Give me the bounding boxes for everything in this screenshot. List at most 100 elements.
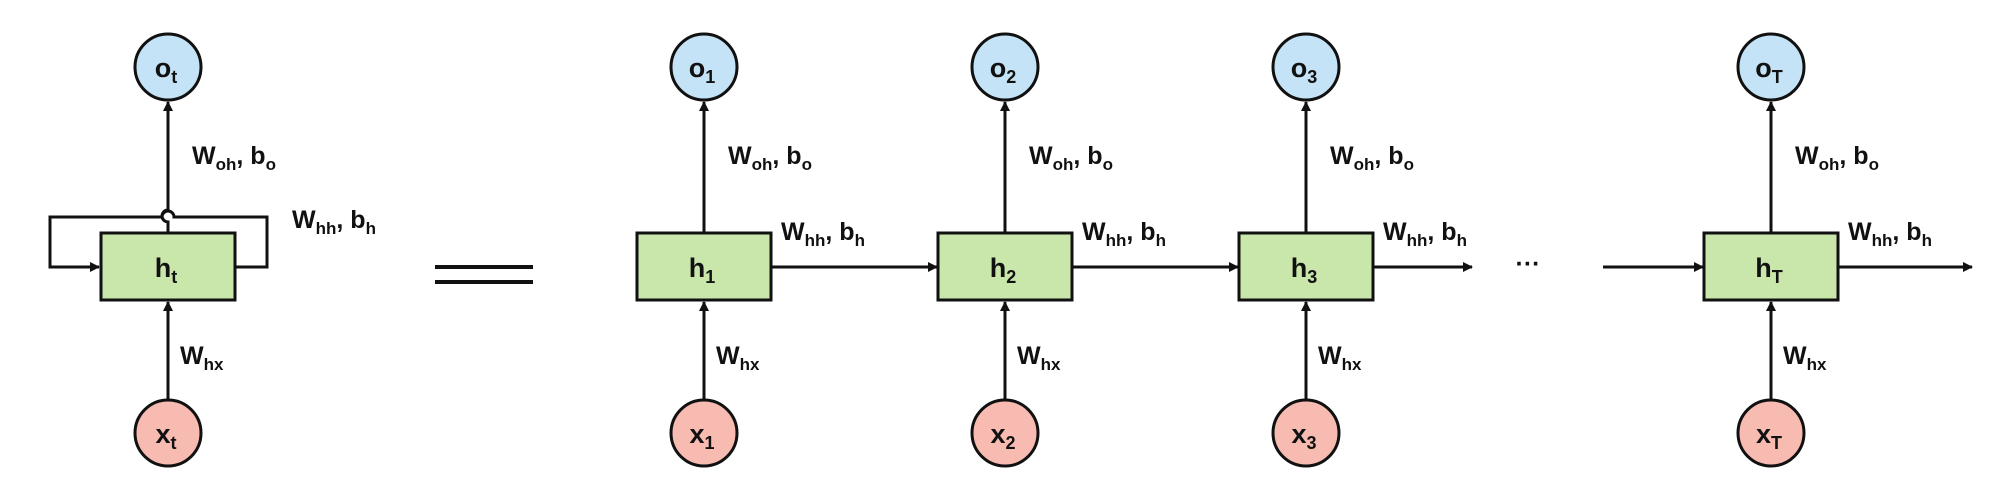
step-T-output-weight-label-a-sub: oh	[1819, 155, 1840, 174]
step-2-output-weight-label-a: W	[1029, 142, 1053, 170]
step-T-recurrent-weight-label-b: b	[1906, 218, 1921, 246]
step-T-output-label-base: o	[1755, 53, 1772, 83]
folded-recurrent-weight-label-sep: ,	[336, 206, 350, 234]
step-2-output-weight-label-a-sub: oh	[1053, 155, 1074, 174]
step-1-input-label-sub: 1	[705, 433, 715, 453]
step-T-recurrent-weight-label: Whh, bh	[1848, 218, 1932, 250]
step-3-recurrent-weight-label: Whh, bh	[1383, 218, 1467, 250]
folded-recurrent-weight-label-b-sub: h	[366, 219, 376, 238]
step-3-hidden-label-sub: 3	[1307, 267, 1317, 287]
folded-input-weight-label-a: W	[180, 342, 204, 370]
folded-output-node	[133, 32, 203, 102]
step-T-hidden-node	[1702, 231, 1840, 302]
step-T-output-weight-label-sep: ,	[1839, 142, 1853, 170]
step-2-recurrent-weight-label-b: b	[1140, 218, 1155, 246]
step-3-hidden-node	[1237, 231, 1375, 302]
step-3-output-weight-label-b-sub: o	[1404, 155, 1414, 174]
step-T-hidden-label-base: h	[1755, 253, 1772, 283]
folded-output-weight-label-a: W	[192, 142, 216, 170]
step-3-input-label-base: x	[1291, 419, 1306, 449]
folded-recurrent-weight-label-a-sub: hh	[316, 219, 337, 238]
recurrent-loop-arrow	[48, 209, 269, 272]
step-3-output-node	[1271, 32, 1341, 102]
step-T-recurrent-weight-label-sep: ,	[1892, 218, 1906, 246]
folded-output-label-base: o	[155, 53, 172, 83]
folded-hidden-label: ht	[155, 253, 178, 287]
folded-recurrent-weight-label-b: b	[350, 206, 365, 234]
step-3-output-weight-label-a: W	[1330, 142, 1354, 170]
step-2-input-weight-label: Whx	[1017, 342, 1061, 374]
step-2-output-label-base: o	[990, 53, 1007, 83]
step-3-input-label-sub: 3	[1307, 433, 1317, 453]
step-2-output-node	[970, 32, 1040, 102]
step-2-input-label-sub: 2	[1006, 433, 1016, 453]
step-3-recurrent-weight-label-b-sub: h	[1457, 231, 1467, 250]
step-1-output-label-base: o	[689, 53, 706, 83]
step-T-output-node	[1736, 32, 1806, 102]
step-3-output-weight-label: Woh, bo	[1330, 142, 1414, 174]
step-3-output-label: o3	[1291, 53, 1318, 87]
step-3-recurrent-weight-label-a-sub: hh	[1407, 231, 1428, 250]
step-1-input-label-base: x	[689, 419, 704, 449]
step-2-recurrent-weight-label-a: W	[1082, 218, 1106, 246]
step-T-recurrent-weight-label-b-sub: h	[1922, 231, 1932, 250]
step-1-output-weight-label-b: b	[786, 142, 801, 170]
step-3-hidden-label-base: h	[1291, 253, 1308, 283]
step-T-input-label: xT	[1756, 419, 1782, 453]
step-2-output-weight-label-b: b	[1087, 142, 1102, 170]
step-T-output-weight-label: Woh, bo	[1795, 142, 1879, 174]
step-1-input-weight-label: Whx	[716, 342, 760, 374]
step-1-hidden-label-sub: 1	[705, 267, 715, 287]
step-1-input-weight-label-a-sub: hx	[740, 355, 760, 374]
step-T-input-weight-label-a: W	[1783, 342, 1807, 370]
step-2-recurrent-weight-label-a-sub: hh	[1106, 231, 1127, 250]
step-2-recurrent-weight-label-sep: ,	[1126, 218, 1140, 246]
folded-output-weight-label-sep: ,	[236, 142, 250, 170]
step-T-recurrent-weight-label-a: W	[1848, 218, 1872, 246]
step-3-output-weight-label-a-sub: oh	[1354, 155, 1375, 174]
folded-recurrent-weight-label: Whh, bh	[292, 206, 376, 238]
folded-output-weight-label-b-sub: o	[266, 155, 276, 174]
folded-input-label-sub: t	[171, 433, 177, 453]
step-1-input-label: x1	[689, 419, 714, 453]
step-2-output-weight-label: Woh, bo	[1029, 142, 1113, 174]
step-3-output-weight-label-b: b	[1388, 142, 1403, 170]
step-T-output-label-sub: T	[1772, 67, 1783, 87]
step-1-output-node	[669, 32, 739, 102]
step-3-recurrent-weight-label-a: W	[1383, 218, 1407, 246]
step-T-hidden-label-sub: T	[1772, 267, 1783, 287]
folded-output-weight-label-b: b	[250, 142, 265, 170]
step-3-input-weight-label-a-sub: hx	[1342, 355, 1362, 374]
folded-output-weight-label: Woh, bo	[192, 142, 276, 174]
step-1-output-label: o1	[689, 53, 716, 87]
step-T-output-weight-label-a: W	[1795, 142, 1819, 170]
step-3-input-label: x3	[1291, 419, 1316, 453]
step-2-output-label: o2	[990, 53, 1017, 87]
step-3-input-weight-label: Whx	[1318, 342, 1362, 374]
step-1-hidden-label-base: h	[689, 253, 706, 283]
folded-hidden-label-base: h	[155, 253, 172, 283]
ellipsis: ···	[1516, 250, 1541, 278]
step-3-recurrent-weight-label-sep: ,	[1427, 218, 1441, 246]
step-1-recurrent-weight-label-b-sub: h	[855, 231, 865, 250]
step-1-output-weight-label-sep: ,	[772, 142, 786, 170]
step-1-output-label-sub: 1	[705, 67, 715, 87]
step-T-output-weight-label-b: b	[1853, 142, 1868, 170]
step-T-input-label-sub: T	[1771, 433, 1782, 453]
step-2-output-weight-label-b-sub: o	[1103, 155, 1113, 174]
step-2-hidden-label: h2	[990, 253, 1017, 287]
step-T-input-weight-label-a-sub: hx	[1807, 355, 1827, 374]
folded-output-label-sub: t	[171, 67, 177, 87]
folded-input-label: xt	[155, 419, 176, 453]
step-3-output-label-base: o	[1291, 53, 1308, 83]
step-3-output-weight-label-sep: ,	[1374, 142, 1388, 170]
folded-input-label-base: x	[155, 419, 170, 449]
folded-hidden-label-sub: t	[171, 267, 177, 287]
step-1-recurrent-weight-label-sep: ,	[825, 218, 839, 246]
step-2-output-label-sub: 2	[1006, 67, 1016, 87]
step-T-output-weight-label-b-sub: o	[1869, 155, 1879, 174]
folded-output-label: ot	[155, 53, 178, 87]
step-1-output-weight-label-a: W	[728, 142, 752, 170]
step-3-recurrent-weight-label-b: b	[1441, 218, 1456, 246]
step-1-recurrent-weight-label-a: W	[781, 218, 805, 246]
